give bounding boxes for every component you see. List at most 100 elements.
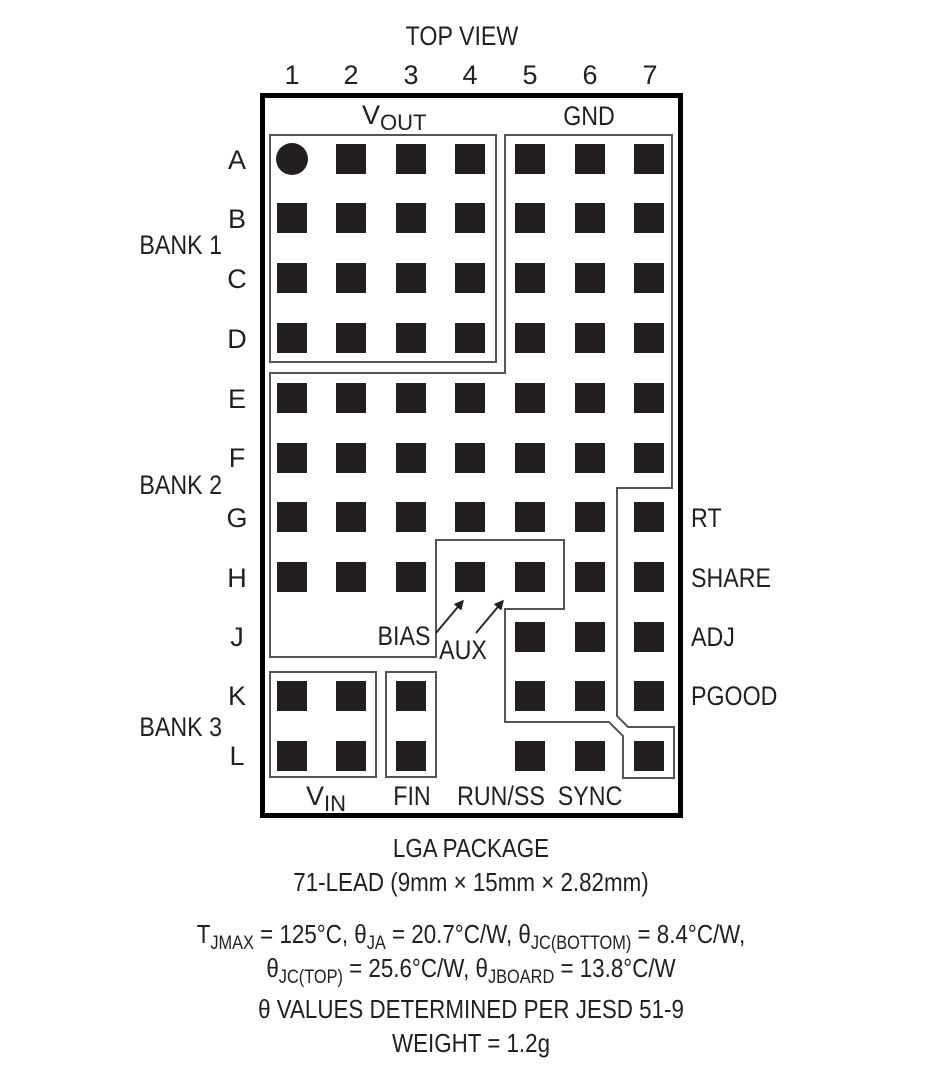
- pad-G5: [515, 502, 545, 532]
- pad-K2: [336, 681, 366, 711]
- pad-F1: [277, 443, 307, 473]
- pad-H7: [634, 562, 664, 592]
- pad-C2: [336, 263, 366, 293]
- pad-L2: [336, 741, 366, 771]
- pad-G4: [455, 502, 485, 532]
- pad-A6: [575, 144, 605, 174]
- pad-D6: [575, 323, 605, 353]
- pad-C6: [575, 263, 605, 293]
- column-label: 3: [403, 60, 418, 90]
- pad-F2: [336, 443, 366, 473]
- sync-label: SYNC: [558, 781, 622, 811]
- pad-B7: [634, 203, 664, 233]
- fin-region-outline: [385, 671, 437, 778]
- weight: WEIGHT = 1.2g: [391, 1028, 551, 1058]
- pad-A4: [455, 144, 485, 174]
- pgood-label: PGOOD: [691, 681, 777, 711]
- pad-L5: [515, 741, 545, 771]
- pad-D5: [515, 323, 545, 353]
- pad-grid: [276, 143, 664, 771]
- row-label: E: [228, 384, 246, 414]
- bank-1-label: BANK 1: [139, 230, 222, 260]
- pad-B2: [336, 203, 366, 233]
- pad-F7: [634, 443, 664, 473]
- column-labels: 1 2 3 4 5 6 7: [284, 60, 657, 90]
- aux-label: AUX: [439, 635, 487, 665]
- row-label: C: [227, 264, 247, 294]
- pad-E3: [396, 383, 426, 413]
- run-ss-label: RUN/SS: [457, 781, 545, 811]
- pad-K7: [634, 681, 664, 711]
- vin-region-outline: [269, 671, 377, 778]
- row-label: A: [228, 145, 246, 175]
- pad-L1: [277, 741, 307, 771]
- top-view-title: TOP VIEW: [406, 21, 519, 51]
- row-label: K: [228, 681, 246, 711]
- pad-K5: [515, 681, 545, 711]
- pad-H2: [336, 562, 366, 592]
- row-label: H: [227, 563, 247, 593]
- pad-C1: [277, 263, 307, 293]
- pad-H3: [396, 562, 426, 592]
- column-label: 1: [284, 60, 299, 90]
- vout-region-outline: [269, 134, 497, 363]
- vin-label: VIN: [306, 781, 346, 816]
- theta-jboard-value: = 13.8°C/W: [554, 953, 676, 983]
- pad-B4: [455, 203, 485, 233]
- region-labels: VOUT GND VIN FIN RUN/SS SYNC BIAS AUX: [306, 100, 622, 816]
- bank-labels: BANK 1 BANK 2 BANK 3: [139, 230, 222, 742]
- theta-jboard-sub: JBOARD: [487, 967, 555, 988]
- pad-D1: [277, 323, 307, 353]
- pad-J6: [575, 622, 605, 652]
- pad-B5: [515, 203, 545, 233]
- theta-jc-bottom-sub: JC(BOTTOM): [530, 933, 632, 954]
- fin-label: FIN: [393, 781, 430, 811]
- pad-C5: [515, 263, 545, 293]
- pad-K3: [396, 681, 426, 711]
- package-leads: 71-LEAD (9mm × 15mm × 2.82mm): [293, 867, 649, 897]
- theta-ja-symbol: θ: [354, 919, 367, 949]
- pad-H6: [575, 562, 605, 592]
- pad-F6: [575, 443, 605, 473]
- pad-H4: [455, 562, 485, 592]
- row-label: L: [229, 741, 244, 771]
- pad-E1: [277, 383, 307, 413]
- pad-L3: [396, 741, 426, 771]
- pad-L7: [634, 741, 664, 771]
- pad-E4: [455, 383, 485, 413]
- thermal-note: θ VALUES DETERMINED PER JESD 51-9: [258, 994, 684, 1024]
- pad-L6: [575, 741, 605, 771]
- pad-D3: [396, 323, 426, 353]
- pad-J7: [634, 622, 664, 652]
- bank-2-label: BANK 2: [139, 470, 222, 500]
- pad-A3: [396, 144, 426, 174]
- pad-G6: [575, 502, 605, 532]
- pad-K1: [277, 681, 307, 711]
- pad-A2: [336, 144, 366, 174]
- adj-label: ADJ: [691, 622, 735, 652]
- theta-jc-top-value: = 25.6°C/W,: [342, 953, 476, 983]
- column-label: 6: [582, 60, 597, 90]
- pad-J5: [515, 622, 545, 652]
- pad-C3: [396, 263, 426, 293]
- pad-A7: [634, 144, 664, 174]
- gnd-label: GND: [563, 101, 615, 131]
- rt-label: RT: [691, 503, 722, 533]
- pad-B6: [575, 203, 605, 233]
- theta-jc-bottom-symbol: θ: [518, 919, 531, 949]
- column-label: 7: [642, 60, 657, 90]
- pad-A5: [515, 144, 545, 174]
- tjmax-sub: JMAX: [210, 933, 254, 954]
- thermal-line-1: TJMAX = 125°C, θJA = 20.7°C/W, θJC(BOTTO…: [66, 918, 876, 954]
- bank-3-label: BANK 3: [139, 712, 222, 742]
- pad-D7: [634, 323, 664, 353]
- gnd-region-outline: [269, 134, 675, 779]
- pin1-marker-pad: [276, 143, 308, 175]
- region-outlines: [269, 134, 675, 779]
- tjmax-symbol: T: [196, 919, 211, 949]
- theta-ja-sub: JA: [366, 933, 386, 954]
- package-name: LGA PACKAGE: [392, 833, 550, 863]
- pad-F5: [515, 443, 545, 473]
- pad-B1: [277, 203, 307, 233]
- bias-arrow-icon: [435, 599, 464, 634]
